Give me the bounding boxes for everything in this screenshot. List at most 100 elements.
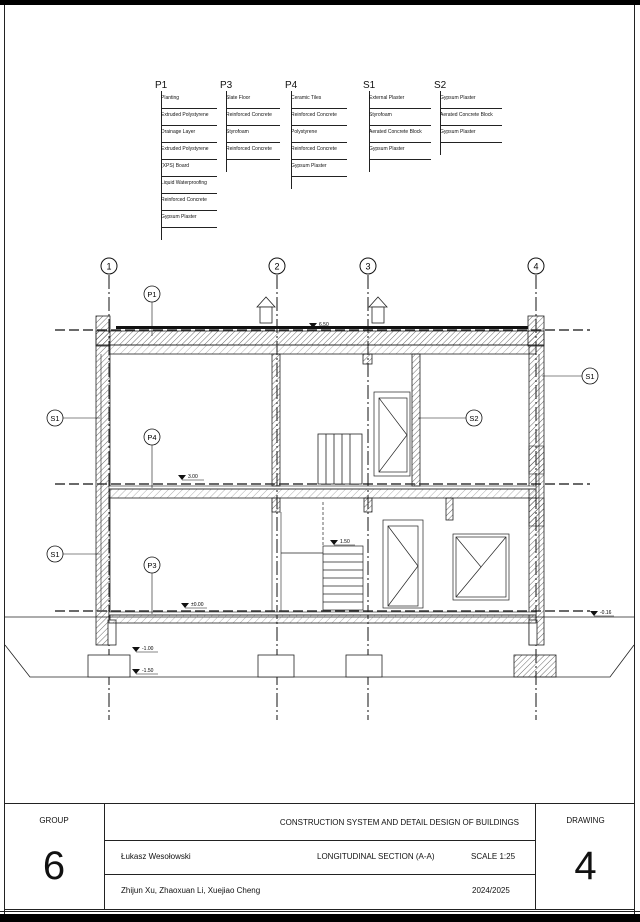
legend-p4-layer-5: Gypsum Plaster [291, 159, 347, 177]
roof-vent-left [259, 306, 273, 324]
legend-p4-layer-2: Reinforced Concrete [291, 108, 347, 126]
foundation-wall-left [107, 619, 117, 646]
teacher-name: Łukasz Wesołowski [121, 852, 191, 861]
level-marker-foundation1: -1.00 [132, 646, 158, 653]
legend-p1-layer-3: Drainage Layer [161, 125, 217, 143]
legend-p1-layer-8: Gypsum Plaster [161, 210, 217, 228]
frame-right-border [634, 5, 635, 914]
level-marker-roof: 6.50 [309, 322, 336, 329]
legend-s2-layer-2: Aerated Concrete Block [440, 108, 502, 126]
legend-s1-layer-2: Styrofoam [369, 108, 431, 126]
roof-green-layer [116, 326, 528, 329]
roof-slab [108, 344, 537, 355]
legend-s1-code: S1 [363, 80, 376, 91]
legend-p4-layer-4: Reinforced Concrete [291, 142, 347, 160]
tag-p3: P3 [143, 556, 161, 614]
group-number: 6 [42, 844, 66, 888]
grid-bubble-3-label: 3 [365, 262, 370, 272]
title-block-rule-1 [105, 840, 535, 841]
level-first-value: 3.00 [188, 474, 198, 480]
level-ground-value: ±0.00 [191, 602, 204, 608]
parapets [95, 315, 545, 347]
external-wall-left [95, 344, 111, 646]
foundation-wall-right [528, 619, 538, 646]
parapet-left [95, 315, 111, 347]
grid-bubble-2-label: 2 [274, 262, 279, 272]
legend-s2-code: S2 [434, 80, 447, 91]
legend-p4-code: P4 [285, 80, 298, 91]
tag-s1-right-label: S1 [585, 372, 594, 381]
upper-stair-railing [317, 433, 363, 485]
legend-p1-rule [161, 91, 162, 240]
foundation-footing-left [87, 654, 131, 678]
first-floor-finish [108, 485, 537, 490]
legend-p3-code: P3 [220, 80, 233, 91]
roof-insulation-layer [95, 330, 545, 346]
section-title: LONGITUDINAL SECTION (A-A) [317, 852, 435, 861]
tag-s1-upper-left: S1 [46, 409, 100, 427]
internal-wall-axis2-lower [271, 497, 281, 513]
tag-s1-right: S1 [542, 367, 599, 385]
openings [373, 391, 510, 609]
level-marker-stair: 1.50 [330, 539, 355, 546]
level-marker-foundation2: -1.50 [132, 668, 158, 675]
wall-detail-lines [100, 354, 540, 611]
legend-p3-layer-1: Slate Floor [226, 91, 280, 109]
lower-door-left [382, 519, 424, 609]
tag-p4-label: P4 [147, 433, 156, 442]
grid-bubble-4-label: 4 [533, 262, 538, 272]
student-names: Zhijun Xu, Zhaoxuan Li, Xuejiao Cheng [121, 886, 261, 895]
foundations [87, 654, 557, 678]
internal-wall-axis3-lower [363, 497, 373, 513]
tag-p4: P4 [143, 428, 161, 488]
level-roof-value: 6.50 [319, 322, 329, 328]
legend-p4-layer-3: Polystyrene [291, 125, 347, 143]
lower-window-right [452, 533, 510, 601]
legend-p1-layer-7: Reinforced Concrete [161, 193, 217, 211]
level-foundation1-value: -1.00 [142, 646, 154, 652]
foundation-footing-axis3 [345, 654, 383, 678]
grid-bubble-1: 1 [100, 257, 118, 275]
level-foundation2-value: -1.50 [142, 668, 154, 674]
legend-p1-layer-1: Planting [161, 91, 217, 109]
drawing-label: DRAWING [566, 816, 605, 825]
legend-p3-rule [226, 91, 227, 172]
tag-s1-upper-left-label: S1 [50, 414, 59, 423]
roof-vent-right-cap [368, 296, 388, 308]
right-facade-lintel-upper [528, 445, 545, 475]
ground-floor-structure [108, 614, 537, 624]
legend-p1-layer-2: Extruded Polystyrene [161, 108, 217, 126]
right-facade-lintels [528, 445, 545, 527]
tag-s1-lower-left: S1 [46, 545, 100, 563]
upper-door-s2 [373, 391, 411, 477]
internal-wall-axis2-upper [271, 353, 281, 487]
grid-bubble-1-label: 1 [106, 262, 111, 272]
frame-bottom-border [0, 914, 640, 922]
legend-s2-layer-1: Gypsum Plaster [440, 91, 502, 109]
tag-p3-label: P3 [147, 561, 156, 570]
ground-floor-finish [108, 611, 537, 616]
legend-s2-rule [440, 91, 441, 155]
legend-p1-code: P1 [155, 80, 168, 91]
foundation-footing-axis2 [257, 654, 295, 678]
level-markers: 6.50 3.00 1.50 ±0.00 -0.16 [132, 322, 614, 675]
legend-p1-layer-6: Liquid Waterproofing [161, 176, 217, 194]
level-marker-first: 3.00 [178, 474, 204, 481]
excavation-outline [4, 644, 635, 678]
legend-p4-rule [291, 91, 292, 189]
drawing-scale: SCALE 1:25 [471, 852, 516, 861]
grid-bubble-2: 2 [268, 257, 286, 275]
foundation-footing-right [513, 654, 557, 678]
parapet-right [527, 315, 545, 347]
roof-vent-right [371, 306, 385, 324]
ground-floor-slab [108, 611, 537, 624]
first-floor-slab [108, 485, 537, 499]
roof-vent-left-cap [256, 296, 276, 308]
frame-top-border [0, 0, 640, 5]
frame-left-border [4, 5, 5, 914]
lower-stair [281, 502, 364, 611]
grid-bubble-3: 3 [359, 257, 377, 275]
right-facade-lintel-lower [528, 497, 545, 527]
